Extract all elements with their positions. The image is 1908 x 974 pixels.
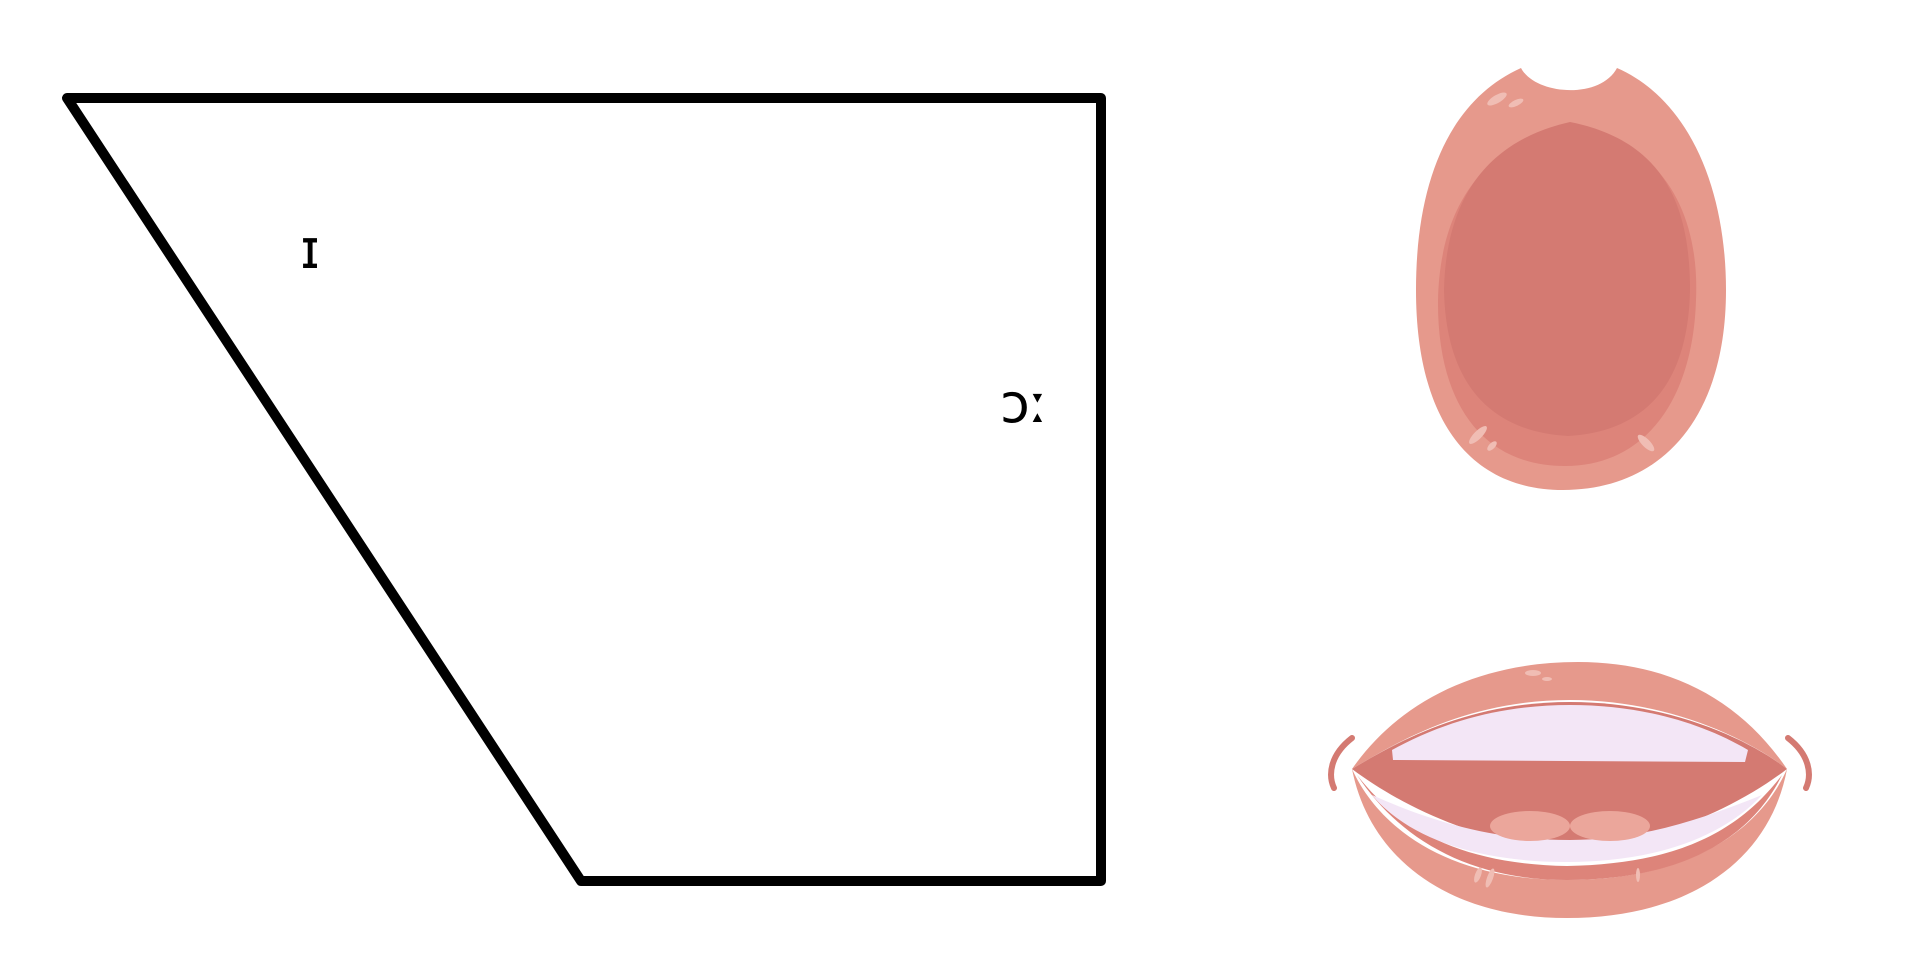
tongue-tip bbox=[1490, 811, 1570, 841]
lip-highlight bbox=[1487, 92, 1507, 106]
smile-line-left bbox=[1328, 735, 1355, 791]
upper-lip bbox=[1352, 662, 1787, 769]
rounded-open-mouth-icon bbox=[1416, 68, 1726, 490]
spread-lips-mouth-icon bbox=[1328, 662, 1812, 918]
upper-teeth bbox=[1392, 705, 1748, 762]
lip-highlight bbox=[1474, 867, 1482, 883]
lip-highlight bbox=[1637, 434, 1655, 452]
lip-highlight bbox=[1508, 98, 1524, 108]
vowel-label-open-o-long: ɔː bbox=[1000, 372, 1048, 435]
lip-highlight bbox=[1485, 868, 1495, 888]
lip-highlight bbox=[1636, 868, 1640, 882]
lip-highlight bbox=[1542, 677, 1552, 681]
vowel-trapezium bbox=[62, 93, 1106, 886]
lower-lip bbox=[1352, 769, 1787, 918]
tongue-tip bbox=[1570, 811, 1650, 841]
smile-line-right bbox=[1785, 735, 1812, 791]
vowel-label-i: ɪ bbox=[300, 218, 320, 281]
lip-highlight bbox=[1469, 426, 1487, 444]
mouth-cavity bbox=[1444, 122, 1690, 436]
lower-teeth bbox=[1372, 795, 1762, 862]
lip-highlight bbox=[1487, 441, 1497, 451]
lip-highlight bbox=[1525, 670, 1541, 676]
lower-lip-shadow bbox=[1357, 775, 1782, 880]
